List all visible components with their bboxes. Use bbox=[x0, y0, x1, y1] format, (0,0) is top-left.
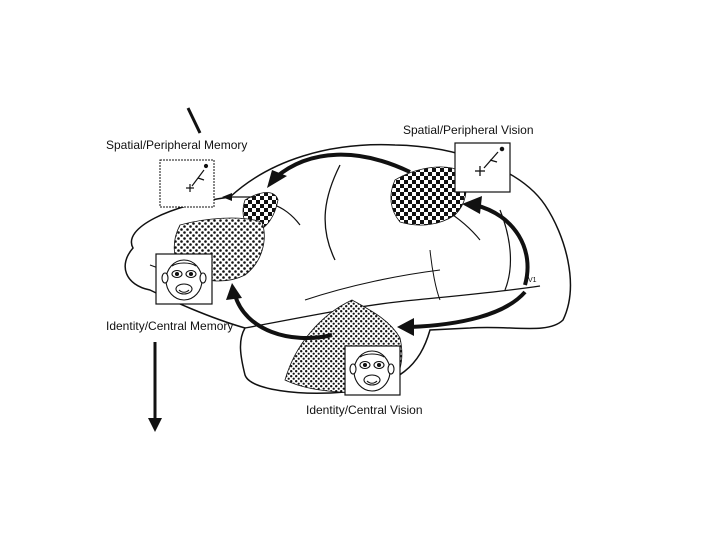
identity-memory-box bbox=[156, 254, 212, 304]
top-tick-mark bbox=[188, 108, 200, 133]
spatial-peripheral-memory-label: Spatial/Peripheral Memory bbox=[106, 139, 247, 151]
sulcus-sts bbox=[305, 270, 440, 300]
sulcus-lateral bbox=[245, 286, 540, 328]
identity-central-memory-label: Identity/Central Memory bbox=[106, 320, 233, 332]
identity-vision-box bbox=[345, 346, 400, 395]
spatial-vision-box bbox=[455, 143, 510, 192]
arrow-v1-to-parietal bbox=[475, 205, 528, 285]
spatial-memory-box bbox=[160, 160, 214, 207]
sulcus-central bbox=[325, 165, 340, 260]
spatial-peripheral-vision-label: Spatial/Peripheral Vision bbox=[403, 124, 534, 136]
arrowhead-temporal bbox=[397, 318, 414, 336]
down-arrowhead bbox=[148, 418, 162, 432]
arrow-v1-to-temporal bbox=[410, 292, 525, 327]
identity-central-vision-label: Identity/Central Vision bbox=[306, 404, 423, 416]
v1-label: V1 bbox=[528, 277, 537, 284]
sulcus-occipital bbox=[430, 250, 440, 300]
arrowhead-ventral bbox=[226, 283, 242, 300]
